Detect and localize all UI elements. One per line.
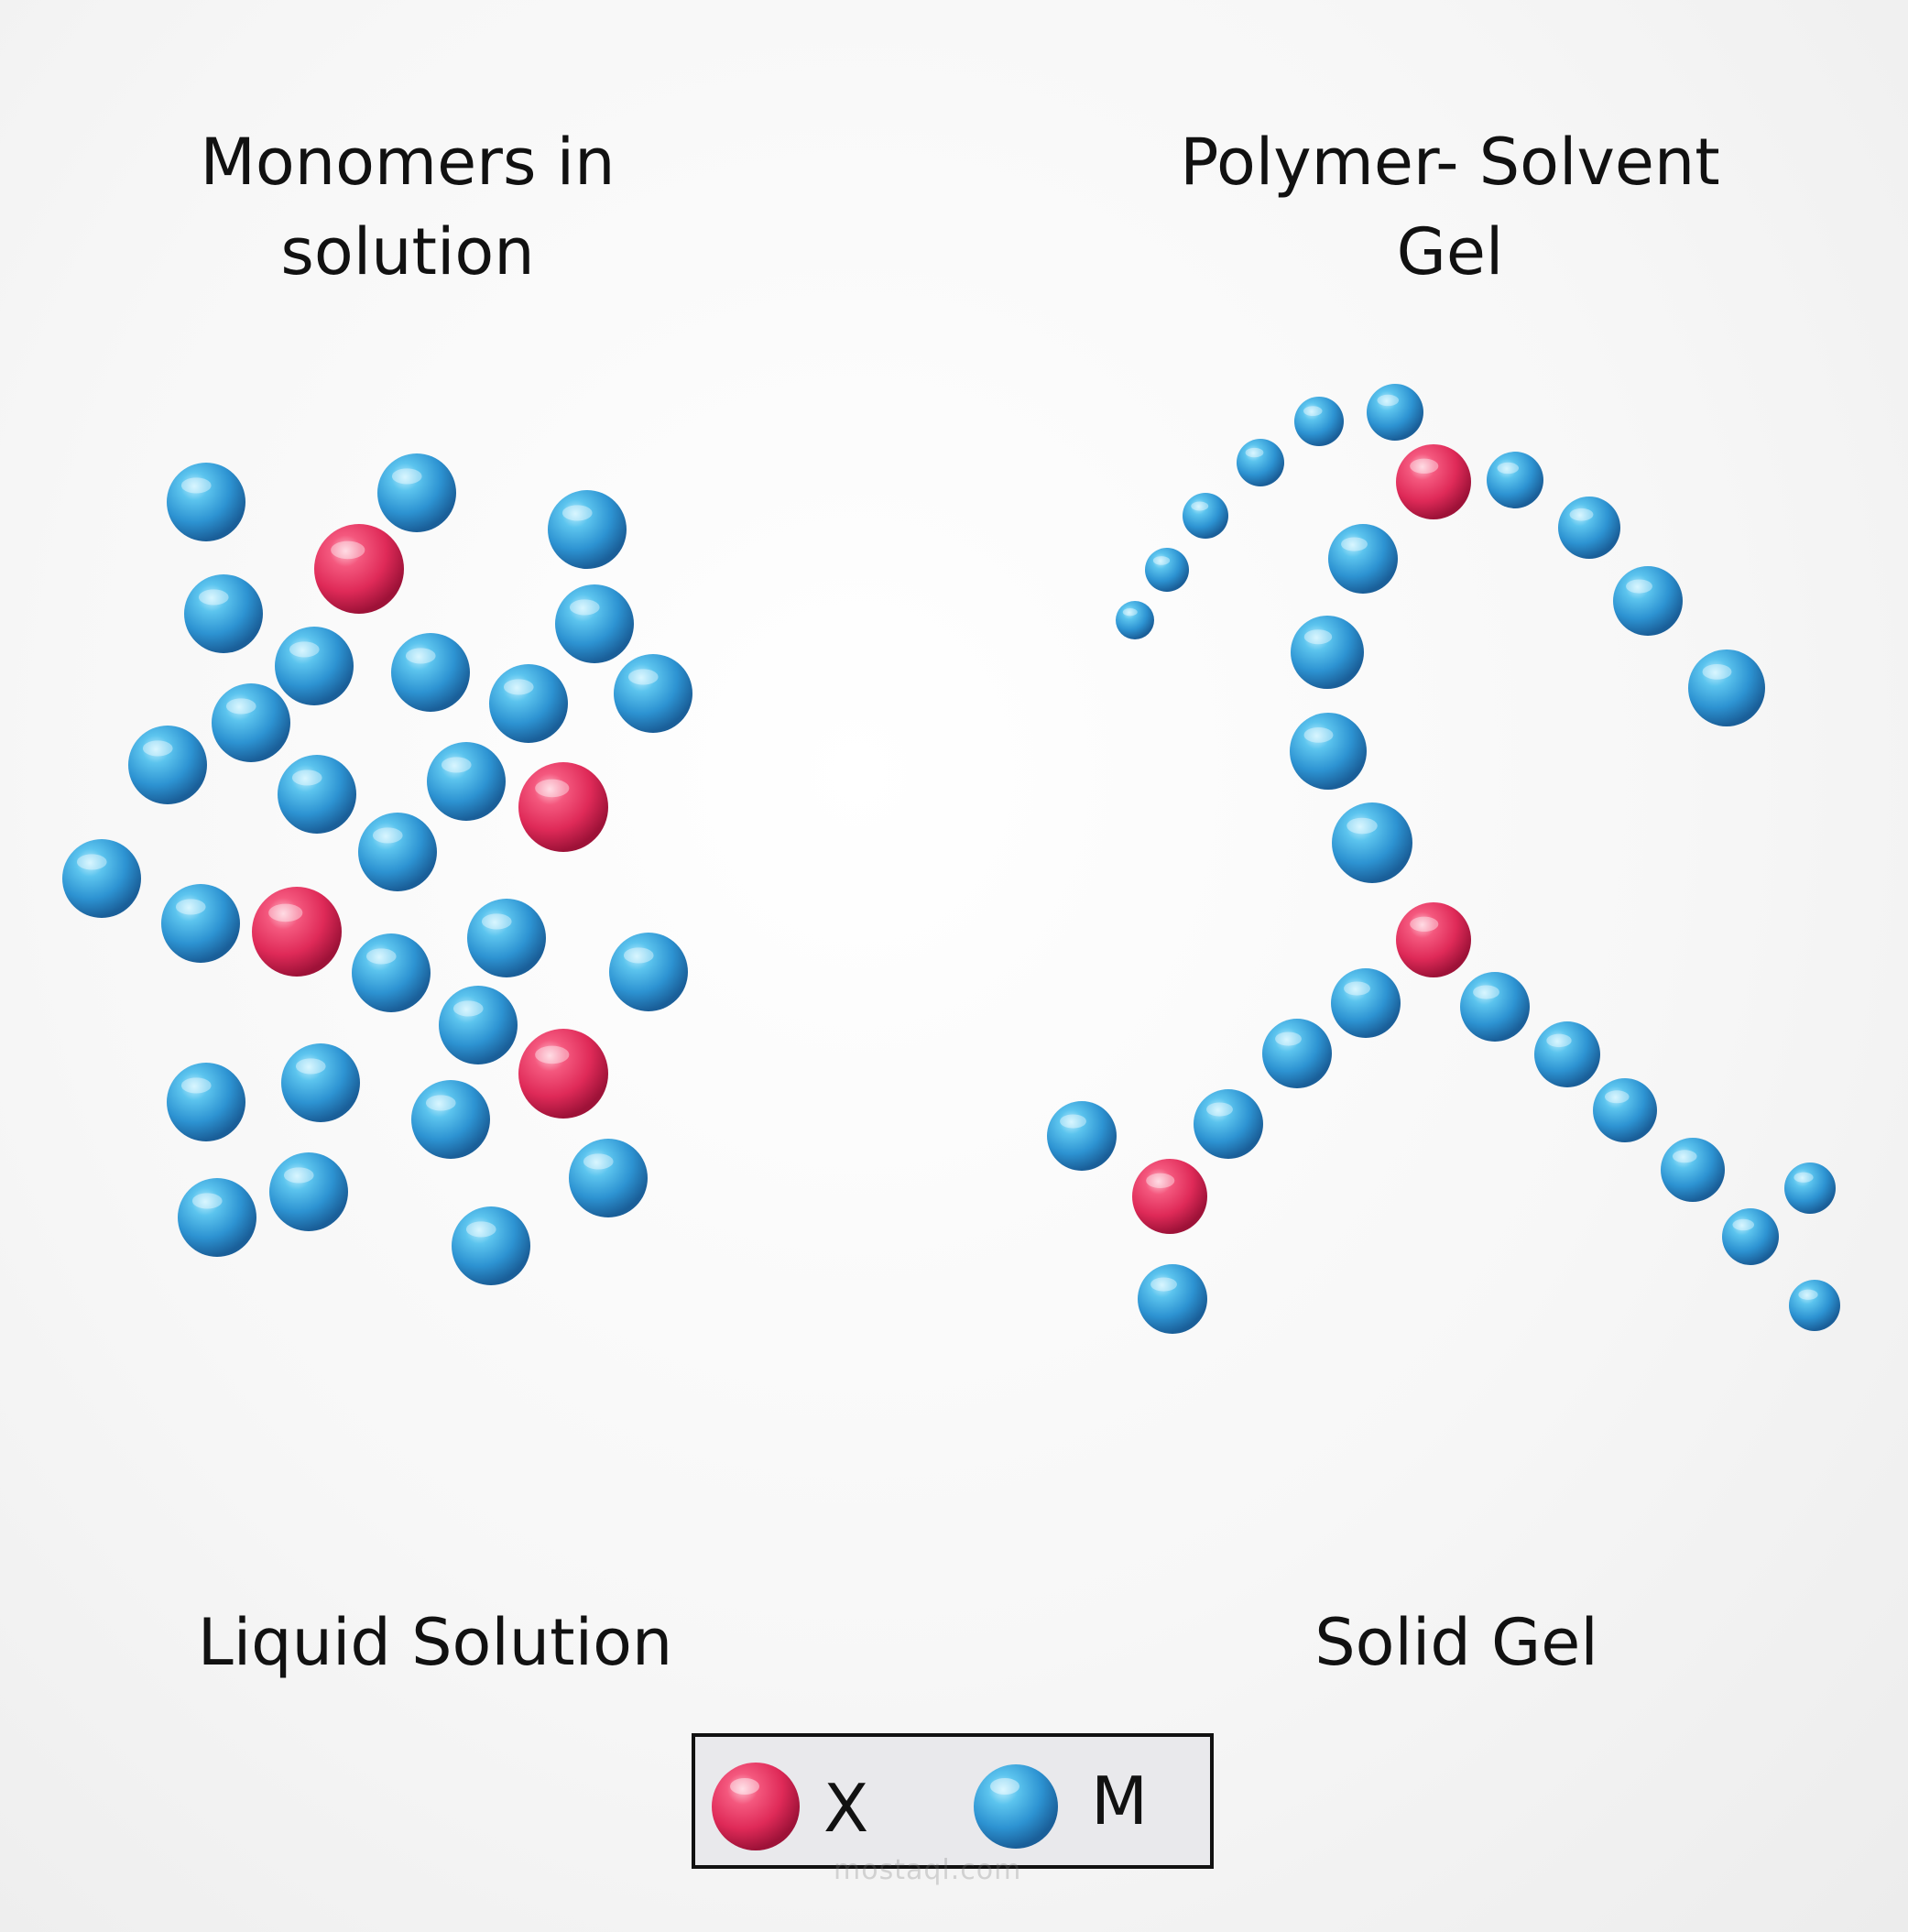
m-sphere bbox=[1331, 968, 1401, 1038]
m-sphere bbox=[1294, 397, 1344, 446]
watermark: mostaql.com bbox=[834, 1854, 1022, 1886]
right-sphere-group bbox=[1047, 384, 1840, 1334]
m-sphere bbox=[427, 742, 506, 821]
m-sphere bbox=[161, 884, 240, 963]
m-sphere bbox=[548, 490, 627, 569]
m-sphere bbox=[358, 813, 437, 891]
m-sphere bbox=[1613, 566, 1683, 636]
m-sphere bbox=[1138, 1264, 1207, 1334]
m-sphere bbox=[167, 1063, 245, 1141]
left-title-line2: solution bbox=[280, 214, 535, 289]
x-sphere bbox=[1396, 444, 1471, 519]
m-sphere bbox=[1688, 649, 1765, 726]
left-title: Monomers in solution bbox=[133, 117, 682, 297]
m-sphere bbox=[1487, 452, 1543, 508]
m-sphere bbox=[269, 1152, 348, 1231]
m-sphere bbox=[1047, 1101, 1117, 1171]
left-title-line1: Monomers in bbox=[200, 125, 616, 200]
m-sphere bbox=[167, 463, 245, 541]
right-title-line1: Polymer- Solvent bbox=[1180, 125, 1720, 200]
m-sphere bbox=[1558, 497, 1620, 559]
x-sphere bbox=[314, 524, 404, 614]
m-sphere bbox=[489, 664, 568, 743]
x-sphere-icon bbox=[712, 1763, 800, 1850]
m-sphere bbox=[1661, 1138, 1725, 1202]
m-sphere bbox=[391, 633, 470, 712]
m-sphere bbox=[377, 453, 456, 532]
m-sphere bbox=[178, 1178, 256, 1257]
m-sphere bbox=[1194, 1089, 1263, 1159]
m-sphere bbox=[1116, 601, 1154, 639]
m-sphere bbox=[1332, 802, 1412, 883]
right-title: Polymer- Solvent Gel bbox=[1129, 117, 1771, 297]
m-sphere bbox=[1460, 972, 1530, 1042]
m-sphere bbox=[1183, 493, 1228, 539]
left-sphere-group bbox=[62, 453, 692, 1285]
m-sphere bbox=[609, 933, 688, 1011]
m-sphere bbox=[1784, 1162, 1836, 1214]
m-sphere bbox=[184, 574, 263, 653]
m-sphere bbox=[278, 755, 356, 834]
right-caption: Solid Gel bbox=[1314, 1605, 1598, 1680]
m-sphere bbox=[1262, 1019, 1332, 1088]
m-sphere bbox=[1367, 384, 1423, 441]
x-sphere bbox=[252, 887, 342, 977]
legend: X M bbox=[692, 1733, 1214, 1869]
m-sphere bbox=[62, 839, 141, 918]
m-sphere bbox=[467, 899, 546, 977]
m-sphere bbox=[1789, 1280, 1840, 1331]
m-sphere bbox=[452, 1206, 530, 1285]
x-sphere bbox=[1132, 1159, 1207, 1234]
m-sphere bbox=[1593, 1078, 1657, 1142]
m-sphere bbox=[411, 1080, 490, 1159]
m-sphere bbox=[555, 584, 634, 663]
m-sphere bbox=[281, 1043, 360, 1122]
x-sphere bbox=[518, 762, 608, 852]
m-sphere bbox=[1290, 713, 1367, 790]
m-sphere bbox=[1328, 524, 1398, 594]
m-sphere bbox=[439, 986, 518, 1064]
m-sphere bbox=[1534, 1021, 1600, 1087]
m-sphere bbox=[614, 654, 692, 733]
m-sphere bbox=[128, 726, 207, 804]
m-sphere-icon bbox=[974, 1764, 1058, 1849]
left-caption: Liquid Solution bbox=[197, 1605, 673, 1680]
m-sphere bbox=[1722, 1208, 1779, 1265]
m-sphere bbox=[1237, 439, 1284, 486]
x-sphere bbox=[518, 1029, 608, 1119]
m-sphere bbox=[352, 933, 431, 1012]
m-sphere bbox=[1145, 548, 1189, 592]
legend-m-label: M bbox=[1091, 1763, 1149, 1839]
m-sphere bbox=[275, 627, 354, 705]
m-sphere bbox=[569, 1139, 648, 1217]
m-sphere bbox=[212, 683, 290, 762]
right-title-line2: Gel bbox=[1396, 214, 1504, 289]
m-sphere bbox=[1291, 616, 1364, 689]
legend-x-label: X bbox=[823, 1770, 869, 1847]
x-sphere bbox=[1396, 902, 1471, 977]
